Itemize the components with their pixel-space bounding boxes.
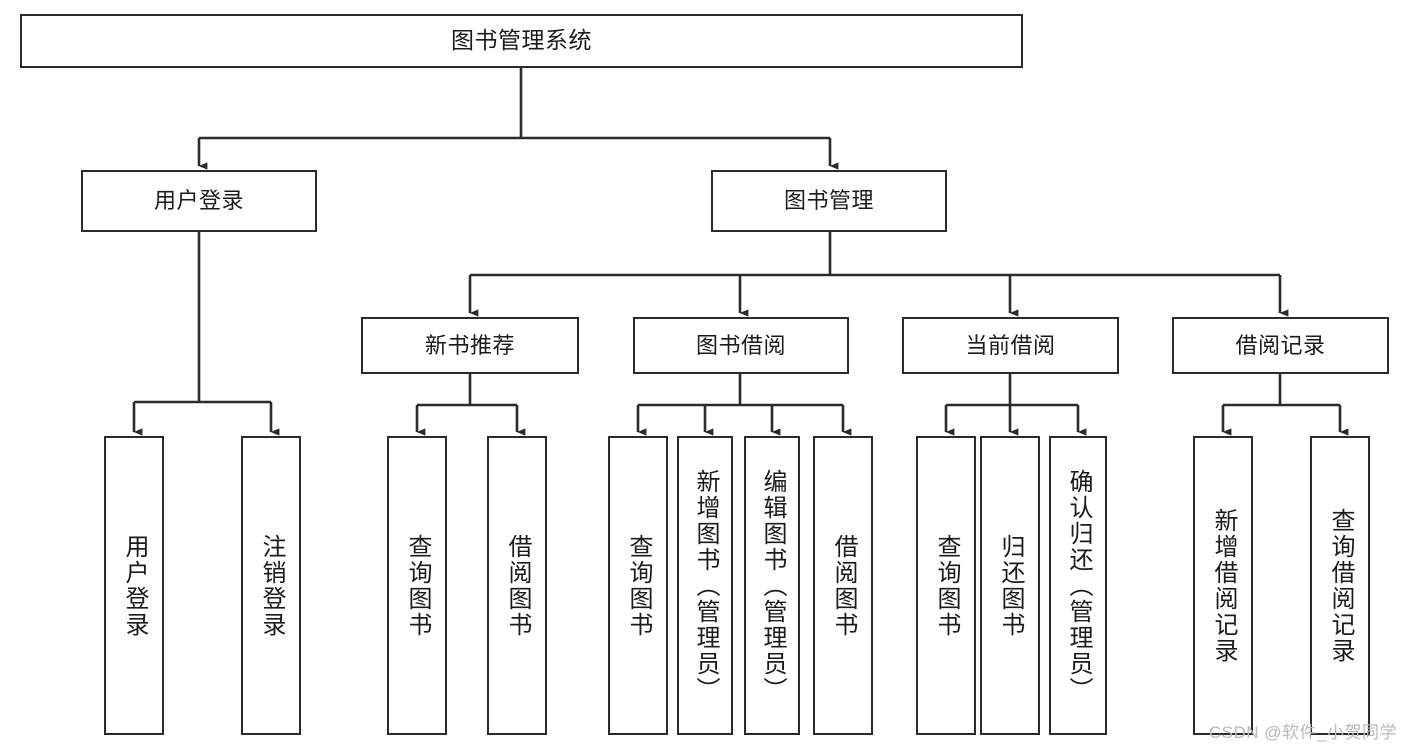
node-leaf-query-book-3[interactable]: 查询图书	[916, 436, 976, 735]
node-current-borrow-label: 当前借阅	[965, 332, 1056, 358]
node-root-label: 图书管理系统	[451, 27, 592, 54]
node-leaf-confirm-return-label: 确认归还（管理员）	[1065, 468, 1092, 703]
node-leaf-query-book-3-label: 查询图书	[933, 533, 960, 638]
node-leaf-query-book-1[interactable]: 查询图书	[387, 436, 447, 735]
node-leaf-query-book-1-label: 查询图书	[404, 533, 431, 638]
node-leaf-add-record[interactable]: 新增借阅记录	[1193, 436, 1253, 735]
node-book-borrow[interactable]: 图书借阅	[633, 317, 849, 374]
node-leaf-query-book-2-label: 查询图书	[625, 533, 652, 638]
node-leaf-edit-book-label: 编辑图书（管理员）	[759, 468, 786, 703]
node-leaf-query-record-label: 查询借阅记录	[1327, 507, 1354, 664]
node-leaf-borrow-book-1[interactable]: 借阅图书	[487, 436, 547, 735]
node-new-book-recommend-label: 新书推荐	[424, 332, 515, 358]
node-leaf-add-book[interactable]: 新增图书（管理员）	[677, 436, 733, 735]
node-user-login-label: 用户登录	[153, 188, 244, 214]
node-leaf-return-book[interactable]: 归还图书	[980, 436, 1040, 735]
node-leaf-user-login[interactable]: 用户登录	[104, 436, 164, 735]
node-borrow-record-label: 借阅记录	[1235, 332, 1326, 358]
node-leaf-query-book-2[interactable]: 查询图书	[608, 436, 668, 735]
node-book-management-label: 图书管理	[783, 188, 874, 214]
node-leaf-borrow-book-2[interactable]: 借阅图书	[813, 436, 873, 735]
node-leaf-confirm-return[interactable]: 确认归还（管理员）	[1049, 436, 1107, 735]
node-leaf-edit-book[interactable]: 编辑图书（管理员）	[744, 436, 800, 735]
node-leaf-borrow-book-1-label: 借阅图书	[504, 533, 531, 638]
node-leaf-logout-label: 注销登录	[258, 533, 285, 638]
node-current-borrow[interactable]: 当前借阅	[902, 317, 1119, 374]
watermark-text: CSDN @软件_小贺同学	[1208, 723, 1397, 742]
node-new-book-recommend[interactable]: 新书推荐	[361, 317, 579, 374]
node-leaf-borrow-book-2-label: 借阅图书	[830, 533, 857, 638]
node-root[interactable]: 图书管理系统	[20, 14, 1023, 68]
node-borrow-record[interactable]: 借阅记录	[1172, 317, 1389, 374]
node-book-borrow-label: 图书借阅	[695, 332, 786, 358]
node-leaf-user-login-label: 用户登录	[121, 533, 148, 638]
node-user-login[interactable]: 用户登录	[81, 170, 317, 232]
node-leaf-add-book-label: 新增图书（管理员）	[692, 468, 719, 703]
node-leaf-add-record-label: 新增借阅记录	[1210, 507, 1237, 664]
node-leaf-query-record[interactable]: 查询借阅记录	[1310, 436, 1370, 735]
node-leaf-logout[interactable]: 注销登录	[241, 436, 301, 735]
node-leaf-return-book-label: 归还图书	[997, 533, 1024, 638]
node-book-management[interactable]: 图书管理	[711, 170, 947, 232]
